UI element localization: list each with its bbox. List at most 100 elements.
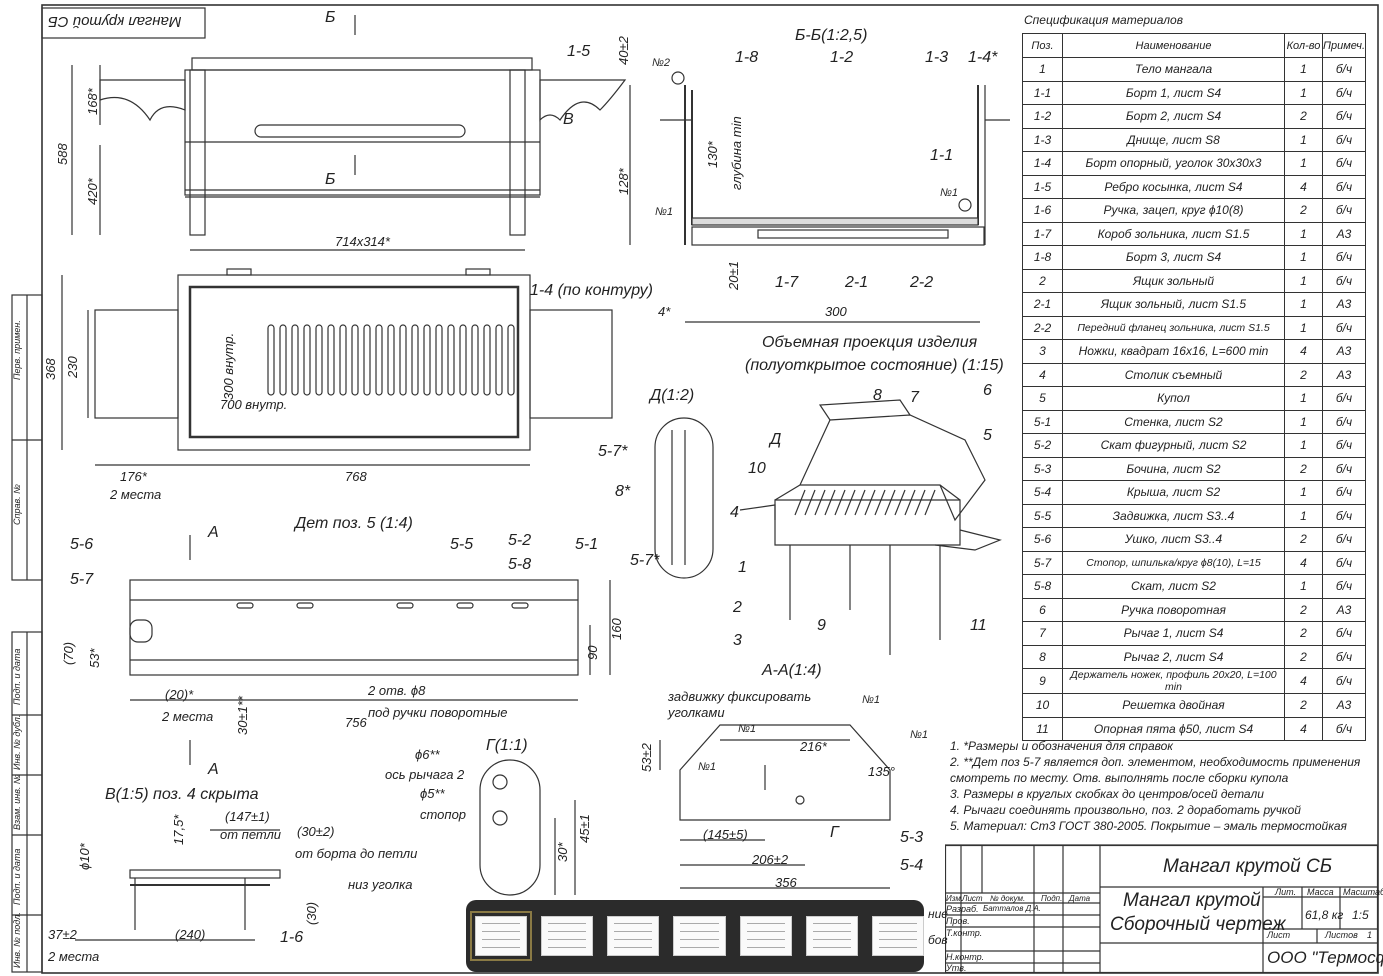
pos-label: 1 — [738, 559, 747, 576]
annotation: задвижку фиксировать — [668, 689, 812, 704]
side-stamp: Взам. инв. № — [12, 774, 22, 830]
page-thumbnail[interactable] — [805, 916, 858, 956]
spec-qty: 1 — [1284, 221, 1323, 246]
dim: (20)* — [165, 687, 194, 702]
dim: 130* — [705, 141, 720, 168]
spec-name: Опорная пята ϕ50, лист S4 — [1062, 716, 1285, 741]
spec-pos: 4 — [1022, 362, 1063, 387]
dome-slot — [236, 602, 254, 609]
col-header: Наименование — [1062, 33, 1285, 58]
spec-note: б/ч — [1322, 80, 1366, 105]
dim: 53±2 — [639, 743, 654, 772]
spec-qty: 2 — [1284, 198, 1323, 223]
section-mark: А — [208, 761, 219, 778]
dim: низ уголка — [348, 877, 413, 892]
vent-slot — [339, 324, 347, 396]
grill-bar — [864, 489, 876, 516]
pos-label: 2-1 — [845, 274, 869, 291]
spec-qty: 1 — [1284, 433, 1323, 458]
col-date: Дата — [1069, 894, 1091, 903]
grill-bar — [844, 489, 856, 516]
dim: 216* — [800, 739, 827, 754]
spec-pos: 10 — [1022, 693, 1063, 718]
dim: 2 места — [162, 709, 214, 724]
scale-value: 1:5 — [1352, 908, 1369, 922]
spec-pos: 8 — [1022, 644, 1063, 669]
spec-name: Короб зольника, лист S1.5 — [1062, 221, 1285, 246]
role-utv: Утв. — [946, 963, 967, 973]
pos-label: 5 — [983, 427, 992, 444]
grill-bar — [914, 489, 926, 516]
page-thumbnail[interactable] — [469, 911, 533, 961]
col-header: Поз. — [1022, 33, 1063, 58]
spec-name: Скат, лист S2 — [1062, 574, 1285, 599]
spec-name: Купол — [1062, 386, 1285, 411]
dim: (70) — [61, 641, 76, 665]
pos-label: 6 — [983, 382, 992, 399]
view-title: А-А(1:4) — [762, 662, 822, 679]
grill-bar — [854, 489, 866, 516]
page-thumbnail-strip[interactable] — [466, 900, 924, 972]
spec-qty: 2 — [1284, 644, 1323, 669]
doc-designation: Мангал крутой СБ — [1163, 856, 1333, 877]
pos-label: 1-4 (по контуру) — [530, 282, 653, 299]
pos-label: Д — [770, 431, 782, 448]
spec-note: б/ч — [1322, 480, 1366, 505]
section-mark: Б — [325, 171, 336, 188]
dim: 45±1 — [577, 814, 592, 843]
vent-slot — [459, 324, 467, 396]
weld-mark: №1 — [698, 761, 717, 773]
spec-note: б/ч — [1322, 268, 1366, 293]
page-thumbnail[interactable] — [739, 916, 792, 956]
spec-name: Рычаг 1, лист S4 — [1062, 621, 1285, 646]
notes: 1. *Размеры и обозначения для справок 2.… — [950, 738, 1360, 834]
side-stamp: Инв. № дубл. — [12, 714, 22, 770]
mass-value: 61,8 кг — [1305, 908, 1344, 922]
spec-name: Тело мангала — [1062, 57, 1285, 82]
dim: 2 места — [48, 949, 100, 964]
section-mark: Б — [325, 9, 336, 26]
dim: (30) — [304, 901, 319, 925]
spec-pos: 1-4 — [1022, 151, 1063, 176]
dim: ϕ6** — [415, 747, 440, 762]
spec-header-row: Поз. Наименование Кол-во Примеч. — [1022, 33, 1366, 58]
title-block-grid — [945, 845, 1378, 973]
pos-label: 11 — [970, 617, 987, 634]
spec-note: б/ч — [1322, 550, 1366, 575]
spec-title: Спецификация материалов — [1024, 13, 1183, 27]
spec-name: Борт опорный, уголок 30х30х3 — [1062, 151, 1285, 176]
pos-label: 5-2 — [508, 532, 532, 549]
spec-name: Ножки, квадрат 16х16, L=600 min — [1062, 339, 1285, 364]
spec-note: б/ч — [1322, 198, 1366, 223]
dim: 168* — [85, 88, 100, 115]
vent-slot — [447, 324, 455, 396]
spec-qty: 1 — [1284, 127, 1323, 152]
grill-bar — [924, 489, 936, 516]
page-thumbnail[interactable] — [607, 916, 660, 956]
dim: стопор — [420, 807, 467, 822]
spec-name: Борт 3, лист S4 — [1062, 245, 1285, 270]
weld-mark: №1 — [655, 206, 674, 218]
spec-note: б/ч — [1322, 57, 1366, 82]
spec-name: Борт 2, лист S4 — [1062, 104, 1285, 129]
col-header: Примеч. — [1322, 33, 1366, 58]
page-thumbnail[interactable] — [541, 916, 594, 956]
dim: 17,5* — [171, 814, 186, 845]
page-thumbnail[interactable] — [871, 916, 924, 956]
vent-slot — [375, 324, 383, 396]
dim: от петли — [220, 827, 282, 842]
vent-slot — [351, 324, 359, 396]
page-thumbnail[interactable] — [673, 916, 726, 956]
spec-note: б/ч — [1322, 668, 1366, 694]
